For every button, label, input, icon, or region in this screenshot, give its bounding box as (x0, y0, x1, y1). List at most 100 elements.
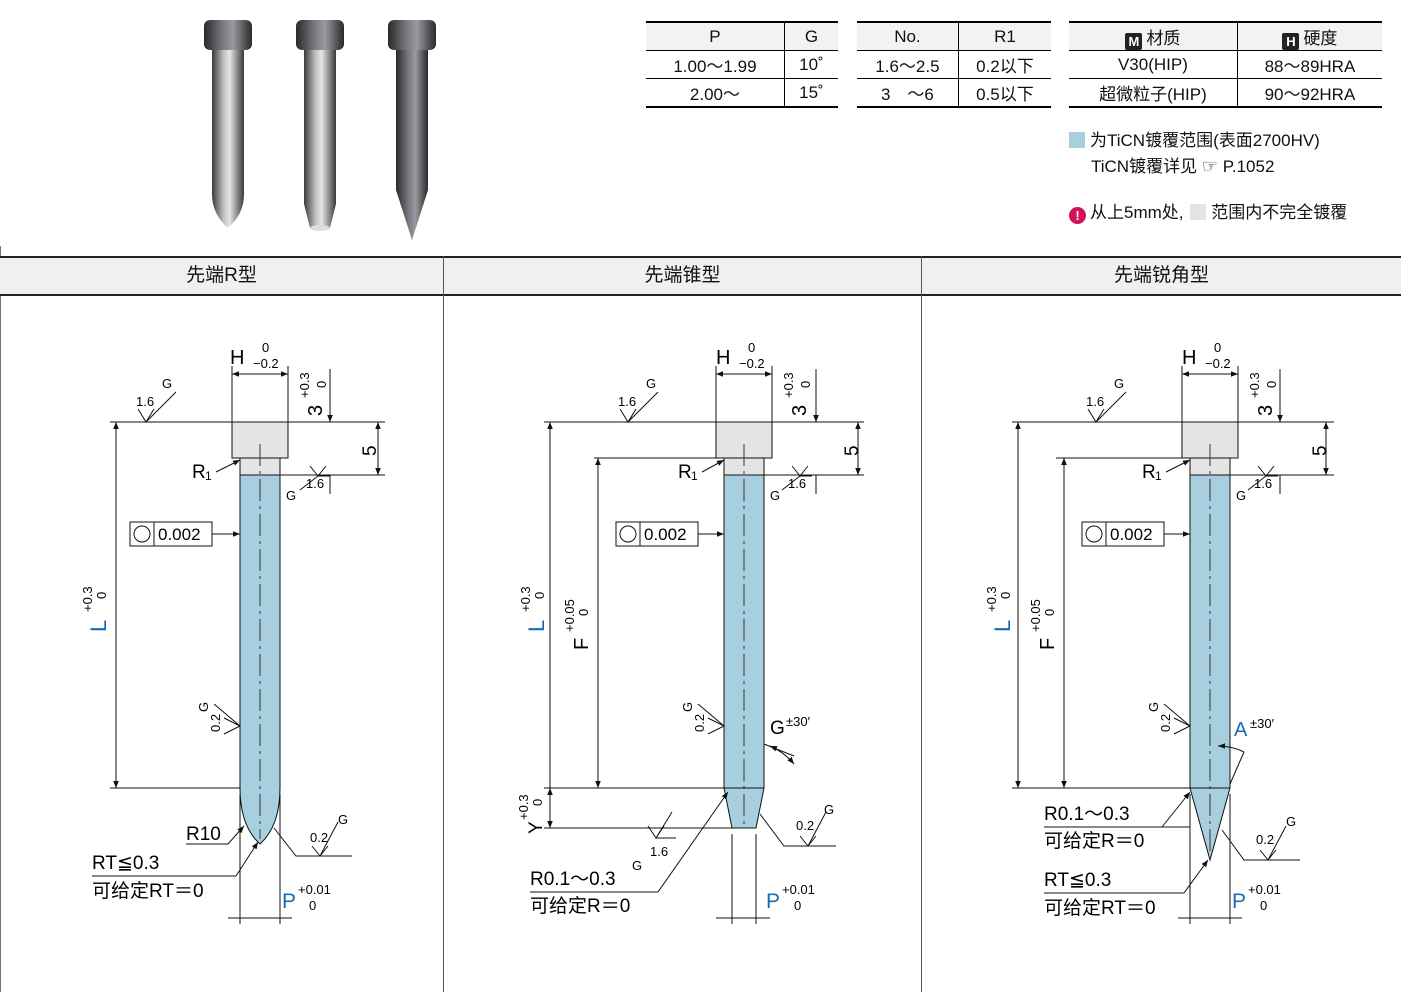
dim-l-tol-up: +0.3 (984, 586, 999, 612)
drawing-sharp-type: H 0 −0.2 3 +0.3 0 5 1.6 G 1.6 G R 1 0.00… (984, 340, 1334, 924)
rough-top-value: 1.6 (618, 394, 636, 409)
section-title-r-type: 先端R型 (0, 256, 443, 296)
dim-h-tol-up: 0 (748, 340, 755, 355)
circularity-icon (1085, 525, 1103, 543)
rough-tip-value: 0.2 (796, 818, 814, 833)
rough-head-grade: G (1236, 488, 1246, 503)
angle-tol: ±30′ (786, 714, 811, 729)
table-row: 1.00～1.99 10˚ (646, 50, 838, 79)
drawing-r-type: H 0 −0.2 3 +0.3 0 5 1.6 G 1.6 G R 1 0.00… (80, 340, 385, 924)
cell: 1.00～1.99 (673, 57, 757, 76)
dim-l-tol-up: +0.3 (80, 586, 95, 612)
cell: 3 ～6 (880, 85, 934, 104)
pointing-hand-icon: ☞ (1201, 156, 1218, 176)
r1-sub: 1 (691, 469, 698, 483)
dim-p-label: P (282, 890, 296, 913)
rt-line2: 可给定RT＝0 (1044, 897, 1156, 919)
dim-h-tol-up: 0 (1214, 340, 1221, 355)
dim-3-label: 3 (305, 405, 327, 416)
dim-5-label: 5 (842, 445, 863, 456)
dim-f-tol-up: +0.05 (1028, 599, 1043, 632)
circularity-icon (619, 525, 637, 543)
product-photo (204, 20, 436, 240)
cell: 0.2以下 (957, 50, 1051, 79)
dim-5-label: 5 (360, 445, 381, 456)
table-row: 超微粒子(HIP) 90～92HRA (1069, 78, 1382, 107)
uncoated-swatch (1190, 204, 1207, 220)
cell: 10˚ (783, 50, 838, 79)
section-frame (0, 246, 1401, 992)
coating-ref-note: TiCN镀覆详见 ☞ P.1052 (1091, 152, 1274, 177)
dim-l-label: L (524, 620, 549, 632)
table-no-r1: No. R1 1.6～2.5 0.2以下 3 ～6 0.5以下 (857, 21, 1051, 108)
cell: 90～92HRA (1236, 78, 1382, 107)
rough-tip-value: 0.2 (310, 830, 328, 845)
r-line2: 可给定R＝0 (530, 895, 630, 917)
dim-3-tol-up: +0.3 (781, 372, 796, 398)
dim-3-tol-low: 0 (798, 381, 813, 388)
table-row: 2.00～ 15˚ (646, 78, 838, 107)
r1-sub: 1 (205, 469, 212, 483)
material-icon: M (1125, 32, 1143, 50)
dim-f-tol-low: 0 (1042, 609, 1057, 616)
dim-p-tol-up: +0.01 (1248, 882, 1281, 897)
dim-h-label: H (1182, 347, 1196, 369)
coating-note: 为TiCN镀覆范围(表面2700HV) (1069, 126, 1320, 151)
table-p-g: P G 1.00～1.99 10˚ 2.00～ 15˚ (646, 21, 838, 108)
rough-shank-value: 0.2 (692, 714, 707, 732)
r1-label: R (1142, 462, 1156, 483)
rt-line2: 可给定RT＝0 (92, 880, 204, 902)
roundness-value: 0.002 (644, 525, 687, 544)
dim-p-tol-low: 0 (1260, 898, 1267, 913)
dim-p-label: P (1232, 890, 1246, 913)
table-row: 1.6～2.5 0.2以下 (857, 50, 1051, 79)
dim-3-tol-up: +0.3 (1247, 372, 1262, 398)
coating-range-text: 为TiCN镀覆范围(表面2700HV) (1090, 131, 1320, 150)
section-title-taper-type: 先端锥型 (444, 256, 921, 296)
r1-sub: 1 (1155, 469, 1162, 483)
dim-3-tol-low: 0 (314, 381, 329, 388)
roundness-value: 0.002 (1110, 525, 1153, 544)
rough-head-grade: G (770, 488, 780, 503)
dim-f-label: F (1037, 638, 1059, 650)
dim-p-tol-low: 0 (309, 898, 316, 913)
cell: V30(HIP) (1117, 54, 1188, 74)
cell: 15˚ (783, 78, 838, 107)
rough-head-grade: G (286, 488, 296, 503)
rough-tip-grade: G (824, 802, 834, 817)
rough-head-value: 1.6 (306, 476, 324, 491)
dim-f-tol-up: +0.05 (562, 599, 577, 632)
r-line1: R0.1～0.3 (1044, 804, 1130, 825)
cell: 超微粒子(HIP) (1099, 85, 1207, 104)
rough-head-value: 1.6 (788, 476, 806, 491)
rough-taper-grade: G (632, 858, 642, 873)
dim-l-tol-low: 0 (998, 592, 1013, 599)
rough-taper-value: 1.6 (650, 844, 668, 859)
th-r1: R1 (957, 22, 1051, 51)
cell: 2.00～ (689, 85, 740, 104)
rough-tip-grade: G (1286, 814, 1296, 829)
drawing-taper-type: H 0 −0.2 3 +0.3 0 5 1.6 G 1.6 G R 1 0.00… (516, 340, 864, 924)
rough-shank-value: 0.2 (208, 714, 223, 732)
dim-5-label: 5 (1310, 445, 1331, 456)
coating-ref-page[interactable]: P.1052 (1222, 157, 1275, 176)
rough-head-value: 1.6 (1254, 476, 1272, 491)
dim-l-tol-low: 0 (532, 592, 547, 599)
circularity-icon (133, 525, 151, 543)
dim-h-label: H (230, 347, 244, 369)
dim-h-tol-up: 0 (262, 340, 269, 355)
warning-note: !从上5mm处, 范围内不完全镀覆 (1069, 198, 1347, 224)
dim-y-tol-up: +0.3 (516, 794, 531, 820)
dim-p-tol-up: +0.01 (298, 882, 331, 897)
rough-tip-value: 0.2 (1256, 832, 1274, 847)
cell: 88～89HRA (1236, 50, 1382, 79)
section-title-sharp-type: 先端锐角型 (922, 256, 1401, 296)
rough-top-value: 1.6 (1086, 394, 1104, 409)
th-no: No. (894, 26, 921, 46)
warning-text-2: 范围内不完全镀覆 (1211, 203, 1348, 222)
rough-tip-grade: G (338, 812, 348, 827)
roundness-value: 0.002 (158, 525, 201, 544)
dim-l-label: L (86, 620, 111, 632)
